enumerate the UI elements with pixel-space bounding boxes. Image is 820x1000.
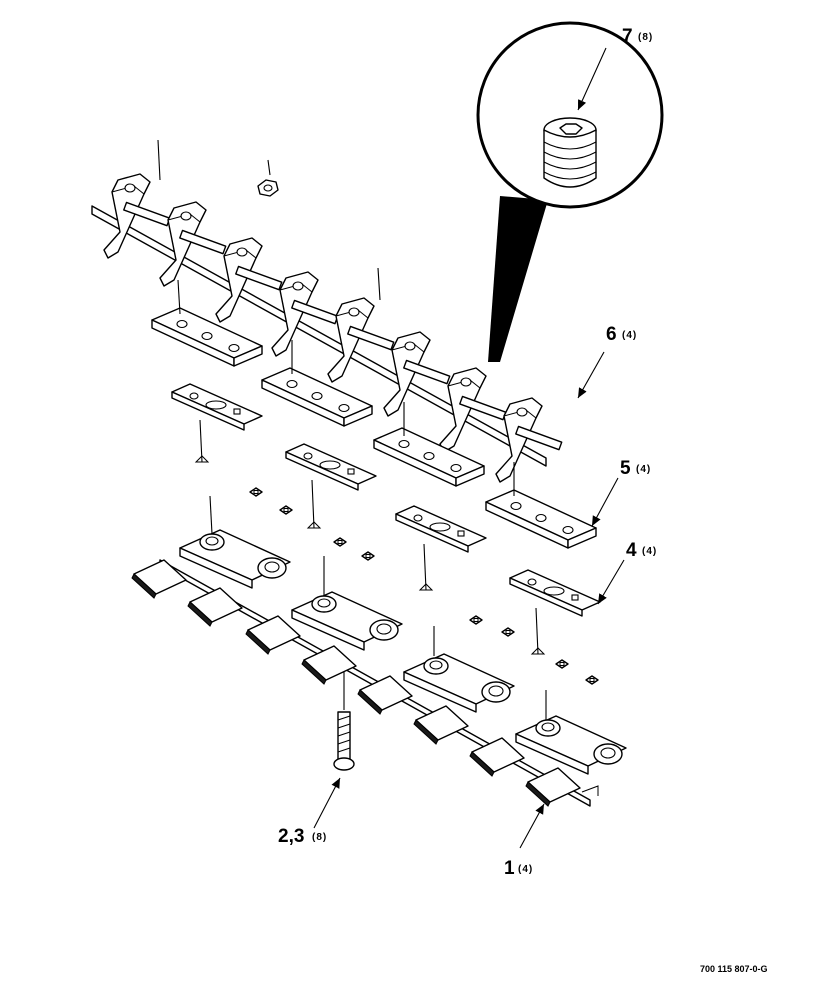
set-screw	[543, 117, 597, 188]
upper-guards	[103, 139, 563, 483]
callout-1-qty: (4)	[518, 864, 533, 875]
callout-5-number: 5	[620, 458, 631, 479]
callout-5: 5 (4)	[620, 458, 651, 479]
callout-7: 7 (8)	[622, 26, 653, 47]
callout-6-number: 6	[606, 324, 617, 345]
detail-zoom-bubble	[476, 21, 664, 362]
callout-4-number: 4	[626, 540, 637, 561]
callout-2-3-qty: (8)	[312, 832, 327, 843]
lower-guard-segments	[179, 495, 627, 775]
callout-6: 6 (4)	[606, 324, 637, 345]
leader-arrows	[313, 351, 625, 849]
figure-id: 700 115 807-0-G	[700, 964, 768, 974]
callout-2-3: 2,3 (8)	[278, 826, 327, 847]
callout-1-number: 1	[504, 858, 515, 879]
callout-4: 4 (4)	[626, 540, 657, 561]
callout-5-qty: (4)	[636, 464, 651, 475]
carriage-bolt	[333, 672, 355, 771]
callout-1: 1 (4)	[504, 858, 533, 879]
upper-guard-rod	[91, 205, 547, 467]
callout-6-qty: (4)	[622, 330, 637, 341]
callout-4-qty: (4)	[642, 546, 657, 557]
hold-down-plates	[151, 279, 597, 549]
hex-nut	[257, 159, 279, 197]
callout-2-3-number: 2,3	[278, 826, 304, 847]
spacer-plates	[171, 383, 601, 655]
knife-sections	[131, 559, 581, 807]
callout-7-qty: (8)	[638, 32, 653, 43]
callout-7-number: 7	[622, 26, 633, 47]
